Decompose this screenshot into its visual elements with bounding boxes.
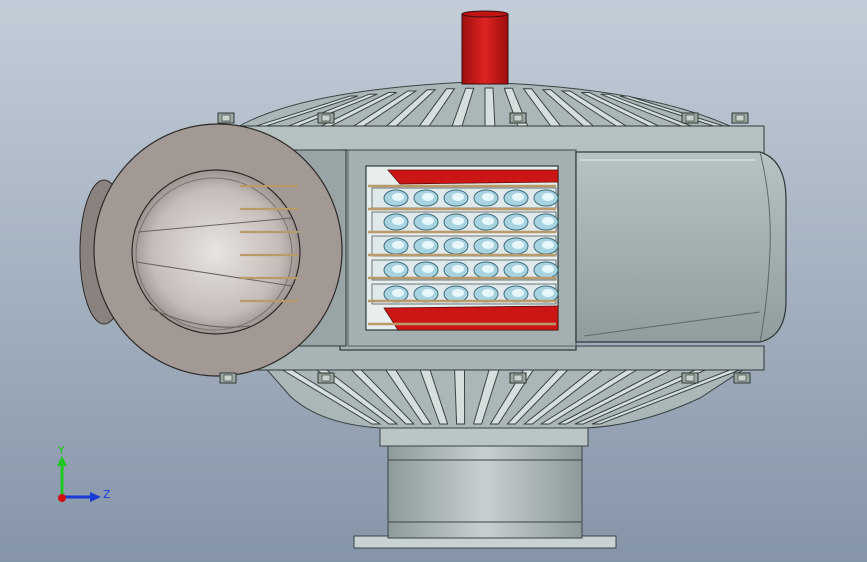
tube-highlight — [512, 217, 524, 225]
tube-highlight — [422, 289, 434, 297]
tube-highlight — [482, 241, 494, 249]
tube-highlight — [392, 241, 404, 249]
tube-highlight — [542, 241, 554, 249]
tube-highlight — [452, 193, 464, 201]
upper-flange-band — [217, 125, 765, 155]
bolt-head — [321, 374, 331, 382]
tube-highlight — [542, 193, 554, 201]
tube-highlight — [452, 217, 464, 225]
tube-highlight — [392, 217, 404, 225]
tube-highlight — [392, 265, 404, 273]
bolt-head — [221, 114, 231, 122]
bolt-head — [223, 374, 233, 382]
inlet-ring[interactable] — [79, 123, 343, 377]
bolt-head — [321, 114, 331, 122]
upper-louver-rib — [484, 87, 496, 129]
tube-highlight — [452, 241, 464, 249]
tube-highlight — [512, 241, 524, 249]
coordinate-triad[interactable]: Y Z — [57, 444, 111, 502]
tube-highlight — [512, 265, 524, 273]
red-baffle-top — [387, 169, 559, 185]
triad-z-arrow — [90, 492, 101, 502]
top-red-stack[interactable] — [461, 10, 509, 85]
bolt-head — [513, 114, 523, 122]
tube-highlight — [482, 289, 494, 297]
tube-highlight — [482, 217, 494, 225]
tube-highlight — [542, 265, 554, 273]
bolt-head — [685, 374, 695, 382]
tube-highlight — [422, 193, 434, 201]
tube-highlight — [392, 289, 404, 297]
tube-highlight — [482, 193, 494, 201]
bolt-head — [737, 374, 747, 382]
triad-y-arrow — [57, 456, 67, 466]
flange-bolts — [217, 112, 751, 384]
tube-highlight — [512, 193, 524, 201]
bolt-head — [735, 114, 745, 122]
tube-highlight — [542, 217, 554, 225]
lower-louver-rib — [453, 365, 466, 425]
tube-bundle-cutaway[interactable] — [365, 165, 559, 331]
triad-z-label: Z — [103, 488, 111, 501]
tube-highlight — [422, 265, 434, 273]
tube-highlight — [512, 289, 524, 297]
tube-highlight — [452, 265, 464, 273]
tube-highlight — [452, 289, 464, 297]
red-baffle-bottom — [383, 305, 559, 331]
tube-highlight — [542, 289, 554, 297]
tube-highlight — [392, 193, 404, 201]
tube-highlight — [422, 217, 434, 225]
right-cowl[interactable] — [575, 151, 787, 343]
tube-highlight — [422, 241, 434, 249]
bolt-head — [685, 114, 695, 122]
bolt-head — [513, 374, 523, 382]
tube-highlight — [482, 265, 494, 273]
triad-x-axis-dot — [58, 494, 66, 502]
triad-y-label: Y — [57, 444, 65, 457]
base-pipe[interactable] — [353, 419, 617, 549]
